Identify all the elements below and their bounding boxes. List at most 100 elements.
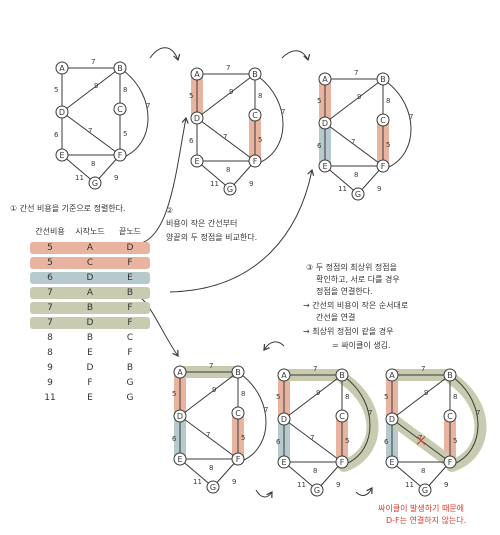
node-label: G: [92, 179, 98, 188]
graph-node: [173, 365, 187, 379]
graph-node: [206, 480, 220, 494]
edge-weight-label: 5: [258, 136, 262, 144]
node-label: E: [194, 157, 199, 166]
node-label: B: [339, 371, 345, 380]
graph-node: [173, 452, 187, 466]
step3-line7: = 싸이클이 생김.: [332, 341, 391, 350]
edge-weight-label: 7: [206, 431, 210, 439]
edge-to-cell: D: [110, 242, 150, 254]
graph-edge: [258, 76, 284, 164]
node-label: D: [389, 415, 395, 424]
edge-weight-label: 8: [354, 171, 358, 179]
cycle-note-line1: 싸이클이 발생하기 때문에: [378, 504, 465, 513]
edge-weight-label: 8: [241, 390, 245, 398]
graph-node: [335, 455, 349, 469]
graph-node: [376, 72, 390, 86]
step3-line5: 간선을 연결: [316, 313, 356, 322]
graph-edge: [61, 111, 121, 156]
edge-to-cell: F: [110, 257, 150, 269]
edge-weight-label: 6: [317, 142, 322, 150]
edge-weight-label: 5: [54, 86, 58, 94]
edge-weight-label: 6: [54, 131, 59, 139]
graph-node: [385, 412, 399, 426]
graph-node: [277, 368, 291, 382]
edge-weight-label: 5: [123, 130, 127, 138]
graph-node: [418, 483, 432, 497]
edge-weight-label: 7: [409, 113, 413, 121]
edge-weight-label: 7: [281, 108, 285, 116]
node-label: F: [448, 458, 453, 467]
graph-edge: [179, 458, 214, 488]
node-label: E: [322, 162, 327, 171]
edge-weight-label: 11: [193, 478, 202, 486]
edge-weight-label: 8: [453, 393, 457, 401]
step3-line4: → 간선의 비용이 작은 순서대로: [303, 301, 409, 310]
node-label: F: [236, 455, 241, 464]
step2-number: ②: [166, 206, 174, 215]
graph-node: [310, 483, 324, 497]
step2-line2: 양끝의 두 정점을 비교한다.: [166, 233, 258, 242]
graph-node: [376, 113, 390, 127]
edge-cost-cell: 9: [47, 378, 53, 388]
edge-from-cell: A: [70, 287, 110, 299]
edge-weight-label: 9: [424, 389, 428, 397]
edge-to-cell: F: [110, 317, 150, 329]
node-label: C: [235, 409, 241, 418]
edge-weight-label: 11: [75, 174, 84, 182]
edge-to-cell: B: [126, 363, 134, 373]
edge-weight-label: 9: [336, 481, 340, 489]
edge-weight-label: 7: [146, 102, 150, 110]
edge-weight-label: 7: [476, 409, 480, 417]
graph-edge: [196, 73, 256, 119]
edge-cost-cell: 7: [30, 302, 70, 314]
edge-weight-label: 9: [232, 478, 236, 486]
header-from: 시작노드: [75, 227, 105, 236]
graph-node: [113, 61, 127, 75]
node-label: D: [281, 415, 287, 424]
edge-weight-label: 7: [209, 362, 213, 370]
edge-weight-label: 9: [357, 93, 361, 101]
edge-weight-label: 5: [276, 393, 280, 401]
edge-weight-label: 7: [313, 365, 317, 373]
node-label: B: [235, 368, 241, 377]
node-label: D: [194, 114, 200, 123]
edge-weight-label: 8: [91, 160, 95, 168]
graph-node: [318, 116, 332, 130]
node-label: A: [59, 64, 65, 73]
edge-weight-label: 5: [386, 141, 390, 149]
graph-node: [385, 455, 399, 469]
header-cost: 간선비용: [35, 227, 65, 236]
edge-from-cell: F: [87, 378, 93, 388]
edge-weight-label: 11: [338, 185, 347, 193]
node-label: F: [253, 157, 258, 166]
node-label: D: [322, 119, 328, 128]
edge-to-cell: F: [110, 302, 150, 314]
edge-weight-label: 6: [172, 435, 177, 443]
edge-weight-label: 7: [351, 138, 355, 146]
edge-weight-label: 7: [418, 434, 422, 442]
graph-node: [318, 159, 332, 173]
node-label: B: [252, 70, 258, 79]
step1-title: ① 간선 비용을 기준으로 정렬한다.: [10, 204, 126, 213]
node-label: B: [447, 371, 453, 380]
edge-weight-label: 8: [258, 92, 262, 100]
node-label: F: [381, 162, 386, 171]
edge-weight-label: 6: [384, 438, 389, 446]
step-arrow-head: [263, 343, 270, 351]
step3-pointer-arrow-head: [307, 168, 315, 176]
edge-to-cell: B: [110, 287, 150, 299]
edge-weight-label: 7: [368, 409, 372, 417]
step3-pointer-arrow: [169, 169, 313, 293]
node-label: A: [281, 371, 287, 380]
edge-weight-label: 9: [94, 82, 98, 90]
edge-cost-cell: 7: [30, 317, 70, 329]
edge-to-cell: G: [126, 378, 134, 388]
step-arrow-head: [173, 54, 181, 62]
edge-weight-label: 6: [189, 137, 194, 145]
